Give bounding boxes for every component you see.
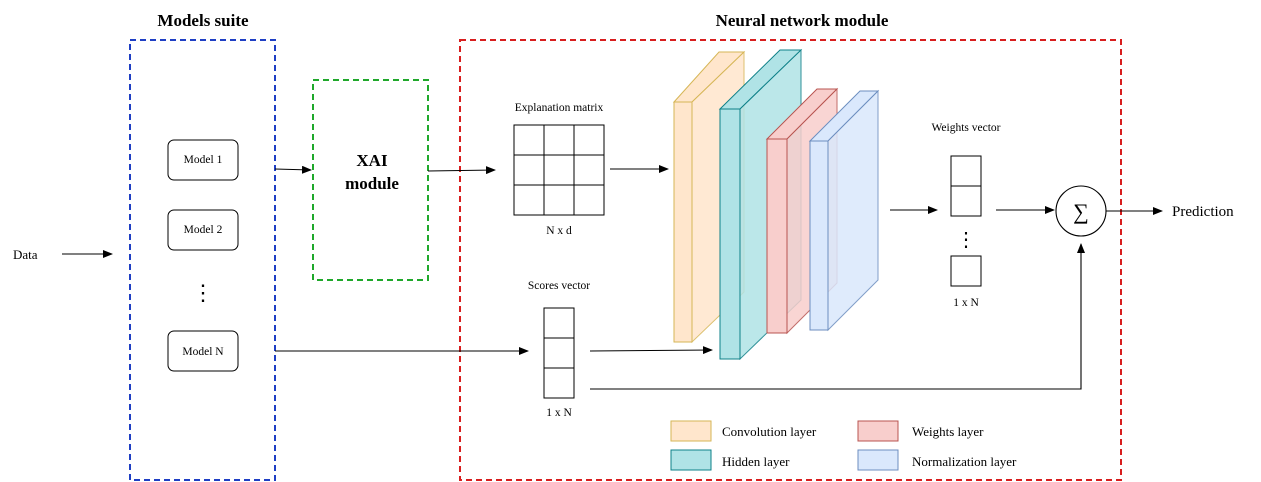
scores-vector-grid — [543, 307, 575, 399]
scores-to-layers-arrow — [589, 346, 713, 355]
models-ellipsis: ⋮ — [192, 280, 214, 305]
legend-label-normalization: Normalization layer — [912, 454, 1017, 469]
model-n-box: Model N — [167, 330, 239, 372]
model-n-label: Model N — [182, 346, 224, 358]
legend-item-convolution: Convolution layer — [670, 420, 817, 442]
weights-vector-label: Weights vector — [931, 122, 1000, 134]
legend-label-hidden: Hidden layer — [722, 454, 790, 469]
xai-to-matrix-arrow — [427, 166, 496, 175]
legend-item-hidden: Hidden layer — [670, 449, 790, 471]
xai-module-title-line1: XAI — [356, 151, 388, 170]
scores-to-sum-arrow — [590, 243, 1085, 390]
nn-module-container — [459, 39, 1122, 481]
model-1-label: Model 1 — [184, 154, 223, 166]
legend-item-weights: Weights layer — [857, 420, 984, 442]
scores-vector-label: Scores vector — [528, 280, 590, 292]
weights-vector-dims: 1 x N — [953, 297, 979, 309]
scores-vector-dims: 1 x N — [546, 407, 572, 419]
explanation-matrix-dims: N x d — [546, 225, 572, 237]
explanation-matrix-label: Explanation matrix — [515, 102, 604, 114]
explanation-matrix-grid — [513, 124, 605, 216]
legend-item-normalization: Normalization layer — [857, 449, 1017, 471]
weights-ellipsis: ⋮ — [956, 229, 976, 251]
model-1-box: Model 1 — [167, 139, 239, 181]
prediction-output-label: Prediction — [1172, 204, 1234, 220]
xai-module-container — [312, 79, 429, 281]
normalization-layer-block — [808, 89, 880, 332]
xai-module-title-line2: module — [345, 174, 399, 193]
models-suite-title: Models suite — [157, 11, 249, 30]
data-input-label: Data — [13, 247, 38, 262]
model-2-box: Model 2 — [167, 209, 239, 251]
legend: Convolution layer Weights layer Hidden l… — [670, 420, 1017, 471]
nn-module-title: Neural network module — [716, 11, 889, 30]
legend-label-convolution: Convolution layer — [722, 424, 817, 439]
legend-label-weights: Weights layer — [912, 424, 984, 439]
model-2-label: Model 2 — [184, 224, 223, 236]
weights-vector-grid — [950, 155, 982, 287]
models-suite-container — [129, 39, 276, 481]
sum-icon: ∑ — [1073, 199, 1089, 224]
models-to-xai-arrow — [274, 165, 312, 174]
